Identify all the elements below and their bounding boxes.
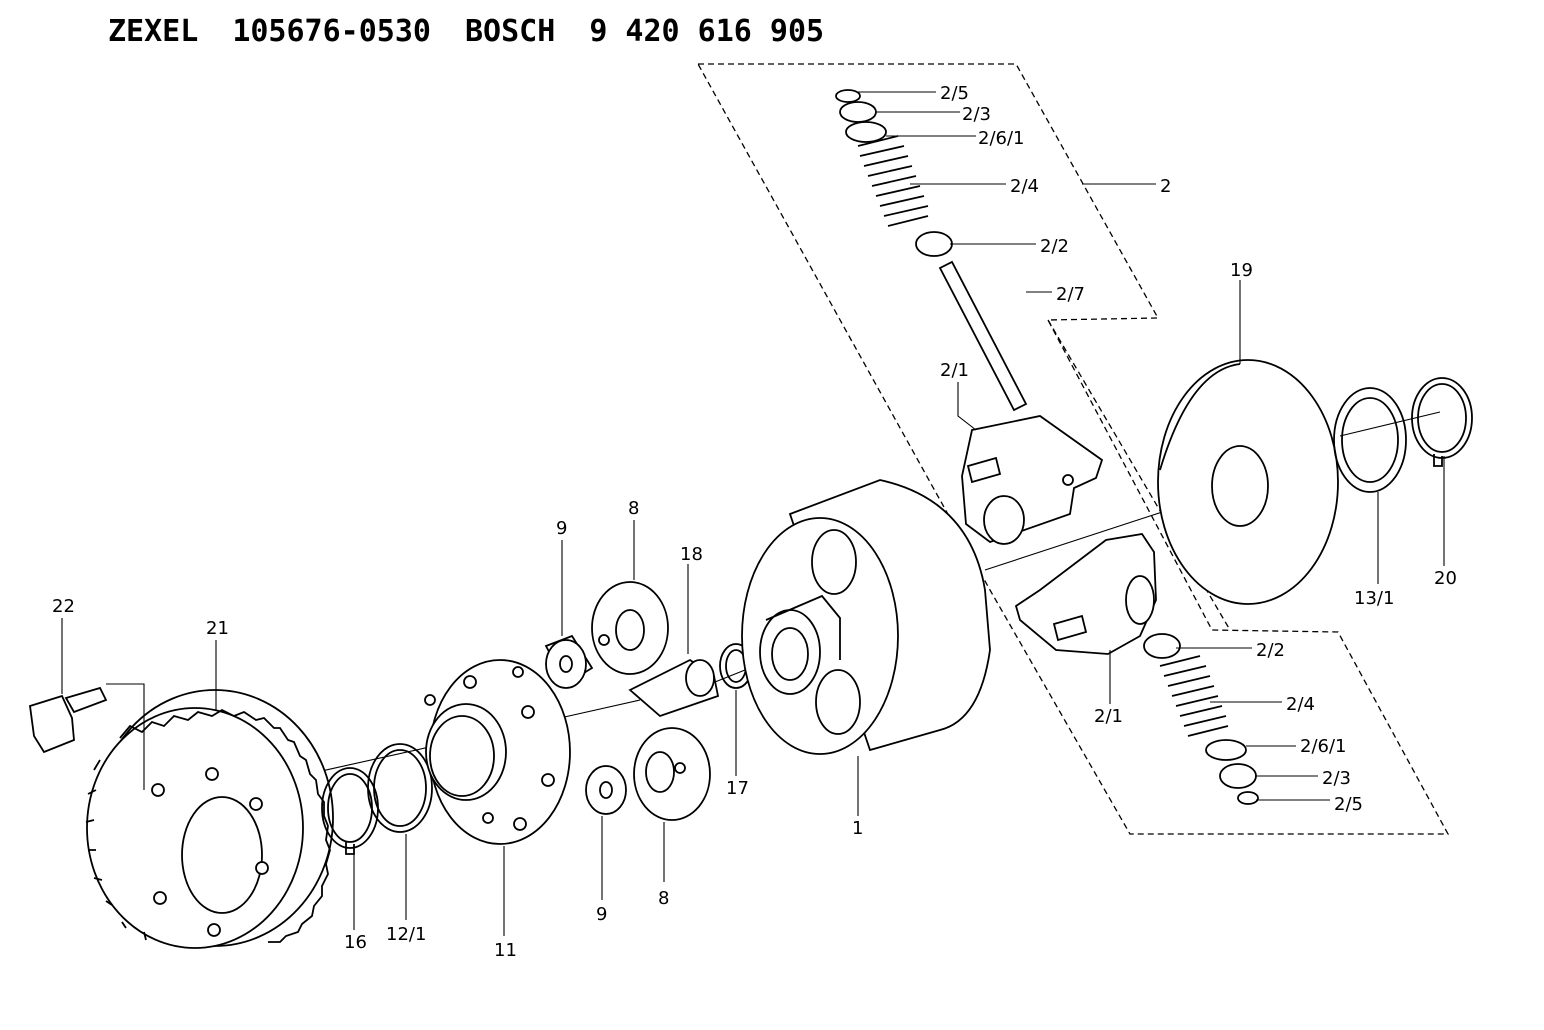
label-2-5-upper: 2/5: [940, 83, 969, 104]
assembly-boundary-upper: [696, 63, 1450, 835]
label-2-4-lower: 2/4: [1286, 694, 1315, 715]
label-21: 21: [206, 618, 229, 639]
bolt-22: [29, 683, 145, 790]
label-2-2-lower: 2/2: [1256, 640, 1285, 661]
spring-stack-upper: [835, 89, 1028, 412]
part-number-zexel: 105676-0530: [232, 14, 431, 49]
bush-9-lower: [585, 765, 627, 815]
label-2-1-upper: 2/1: [940, 360, 969, 381]
disc-8-lower: [633, 727, 711, 821]
label-2-4-upper: 2/4: [1010, 176, 1039, 197]
label-2-6-1-lower: 2/6/1: [1300, 736, 1347, 757]
label-2-3-upper: 2/3: [962, 104, 991, 125]
center-axis: [109, 411, 1441, 819]
disc-8-upper: [591, 581, 669, 675]
flyweight-2-1-lower: [1014, 533, 1157, 655]
gear-21: [85, 689, 334, 949]
spring-stack-lower: [1143, 633, 1259, 805]
brand-zexel: ZEXEL: [108, 14, 199, 49]
flyweight-2-1-upper: [961, 415, 1104, 545]
hub-flange-11: [424, 659, 571, 845]
label-11: 11: [494, 940, 517, 961]
circlip-20: [1411, 377, 1473, 467]
label-2-2-upper: 2/2: [1040, 236, 1069, 257]
label-22: 22: [52, 596, 75, 617]
ring-12-1: [367, 743, 433, 833]
sleeve-18: [628, 658, 720, 718]
label-2: 2: [1160, 176, 1171, 197]
label-1: 1: [852, 818, 863, 839]
label-2-3-lower: 2/3: [1322, 768, 1351, 789]
bush-9-upper: [544, 634, 594, 689]
label-9-upper: 9: [556, 518, 567, 539]
part-labels: 2/5 2/3 2/6/1 2/4 2 2/2 2/7 19 2/1 13/1 …: [52, 83, 1457, 961]
label-8-lower: 8: [658, 888, 669, 909]
brand-bosch: BOSCH: [465, 14, 556, 49]
label-2-5-lower: 2/5: [1334, 794, 1363, 815]
label-18: 18: [680, 544, 703, 565]
label-13-1: 13/1: [1354, 588, 1394, 609]
label-17: 17: [726, 778, 749, 799]
label-2-1-lower: 2/1: [1094, 706, 1123, 727]
label-16: 16: [344, 932, 367, 953]
housing-1: [741, 479, 991, 755]
drawing-header: ZEXEL 105676-0530 BOSCH 9 420 616 905: [108, 14, 858, 49]
ring-13-1: [1333, 387, 1407, 493]
disc-19: [1157, 359, 1339, 605]
label-20: 20: [1434, 568, 1457, 589]
label-19: 19: [1230, 260, 1253, 281]
label-12-1: 12/1: [386, 924, 426, 945]
label-8-upper: 8: [628, 498, 639, 519]
leader-lines: [61, 91, 1445, 936]
label-9-lower: 9: [596, 904, 607, 925]
label-2-6-1-upper: 2/6/1: [978, 128, 1025, 149]
label-2-7: 2/7: [1056, 284, 1085, 305]
part-number-bosch: 9 420 616 905: [589, 14, 825, 49]
